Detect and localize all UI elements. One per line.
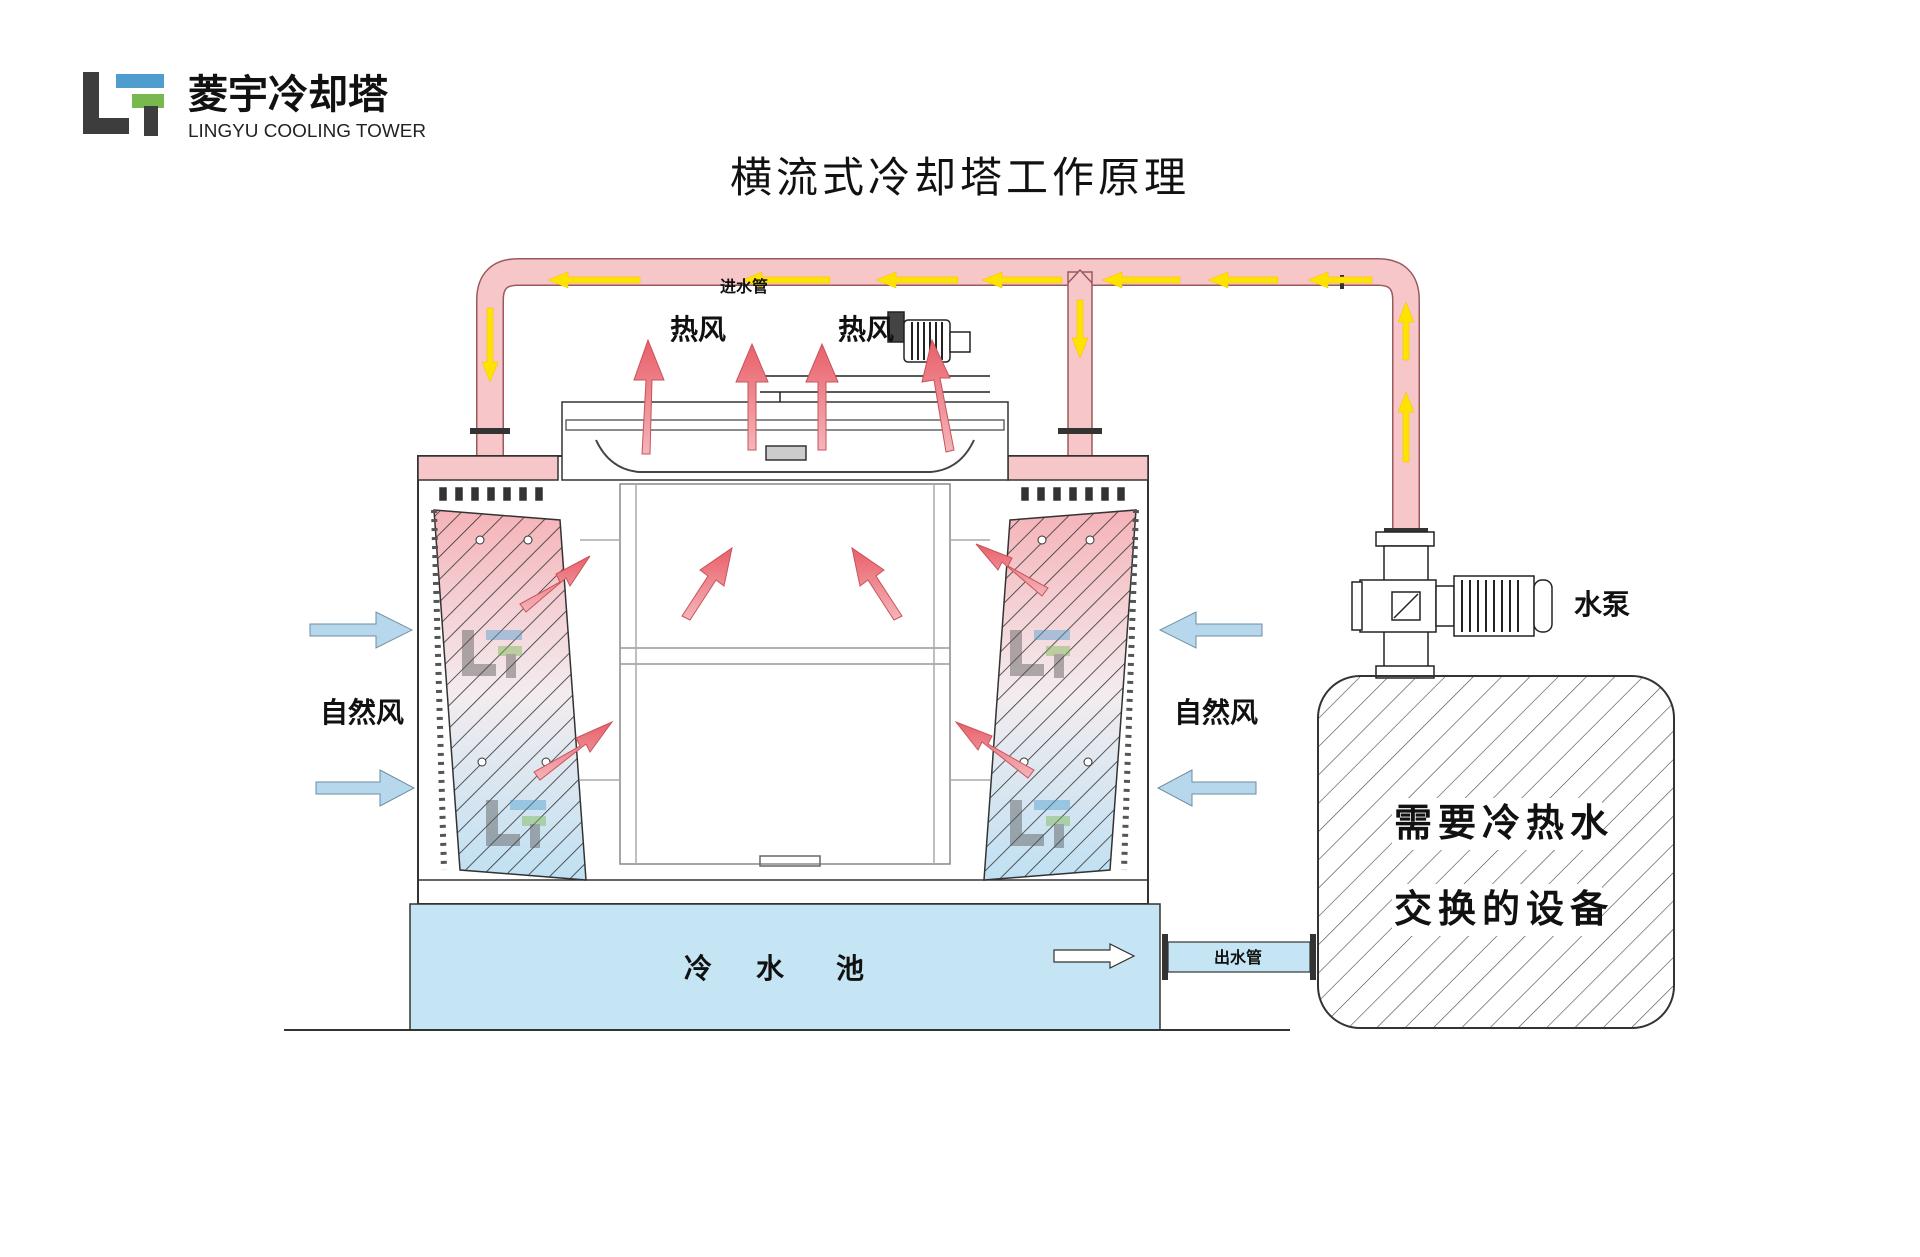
flow-arrows bbox=[481, 271, 1415, 463]
flow-arrow-left bbox=[1207, 271, 1279, 289]
equipment-label-line1: 需要冷热水 bbox=[1394, 800, 1614, 845]
hot-air-arrow bbox=[851, 546, 903, 621]
logo-name-en: LINGYU COOLING TOWER bbox=[188, 121, 426, 141]
equipment-label-line2: 交换的设备 bbox=[1394, 886, 1614, 931]
flow-arrow-left bbox=[1307, 271, 1373, 289]
flow-arrow-down bbox=[1071, 299, 1089, 359]
water-pump bbox=[1351, 531, 1553, 679]
natural-wind-label-right: 自然风 bbox=[1174, 696, 1258, 729]
logo: 菱宇冷却塔 LINGYU COOLING TOWER bbox=[83, 71, 426, 141]
flow-arrow-down bbox=[481, 307, 499, 383]
flow-arrow-up bbox=[1397, 301, 1415, 361]
logo-name-cn: 菱宇冷却塔 bbox=[188, 71, 389, 118]
hot-air-label-right: 热风 bbox=[838, 313, 894, 346]
hot-air-arrow bbox=[921, 338, 955, 453]
hot-air-arrow bbox=[954, 720, 1035, 779]
hot-air-arrows bbox=[519, 338, 1049, 781]
flow-arrow-left bbox=[875, 271, 959, 289]
fill-media-left bbox=[431, 509, 587, 881]
cold-water-basin bbox=[284, 903, 1290, 1031]
flow-arrow-left bbox=[547, 271, 641, 289]
flow-arrow-left bbox=[741, 271, 831, 289]
flow-arrow-left bbox=[1101, 271, 1181, 289]
natural-wind-arrow bbox=[315, 769, 416, 807]
inlet-pipe-label: 进水管 bbox=[720, 277, 768, 296]
cold-basin-char-2: 水 bbox=[756, 952, 785, 985]
fill-media-right bbox=[983, 509, 1139, 881]
outlet-pipe bbox=[1053, 934, 1316, 980]
hot-air-arrow bbox=[633, 338, 665, 455]
natural-wind-label-left: 自然风 bbox=[320, 696, 404, 729]
pump-label: 水泵 bbox=[1574, 588, 1630, 621]
fan-motor bbox=[760, 311, 990, 402]
heat-exchange-equipment bbox=[1317, 675, 1675, 1029]
logo-mark bbox=[83, 72, 164, 136]
hot-air-arrow bbox=[519, 555, 591, 613]
page-title: 横流式冷却塔工作原理 bbox=[730, 153, 1190, 202]
hot-air-label-left: 热风 bbox=[670, 313, 726, 346]
cold-basin-char-3: 池 bbox=[836, 952, 864, 985]
flow-arrow-up bbox=[1397, 391, 1415, 463]
hot-air-arrow bbox=[805, 342, 839, 451]
flow-arrow-left bbox=[981, 271, 1063, 289]
natural-wind-arrow bbox=[1158, 611, 1263, 649]
hot-air-arrow bbox=[735, 342, 769, 451]
hot-air-arrow bbox=[681, 546, 733, 621]
outlet-pipe-label: 出水管 bbox=[1214, 948, 1262, 967]
natural-wind-arrows bbox=[309, 611, 1263, 807]
cold-basin-char-1: 冷 bbox=[684, 952, 712, 985]
hot-air-arrow bbox=[533, 720, 614, 781]
hot-air-arrow bbox=[975, 543, 1049, 597]
natural-wind-arrow bbox=[1156, 769, 1257, 807]
natural-wind-arrow bbox=[309, 611, 414, 649]
